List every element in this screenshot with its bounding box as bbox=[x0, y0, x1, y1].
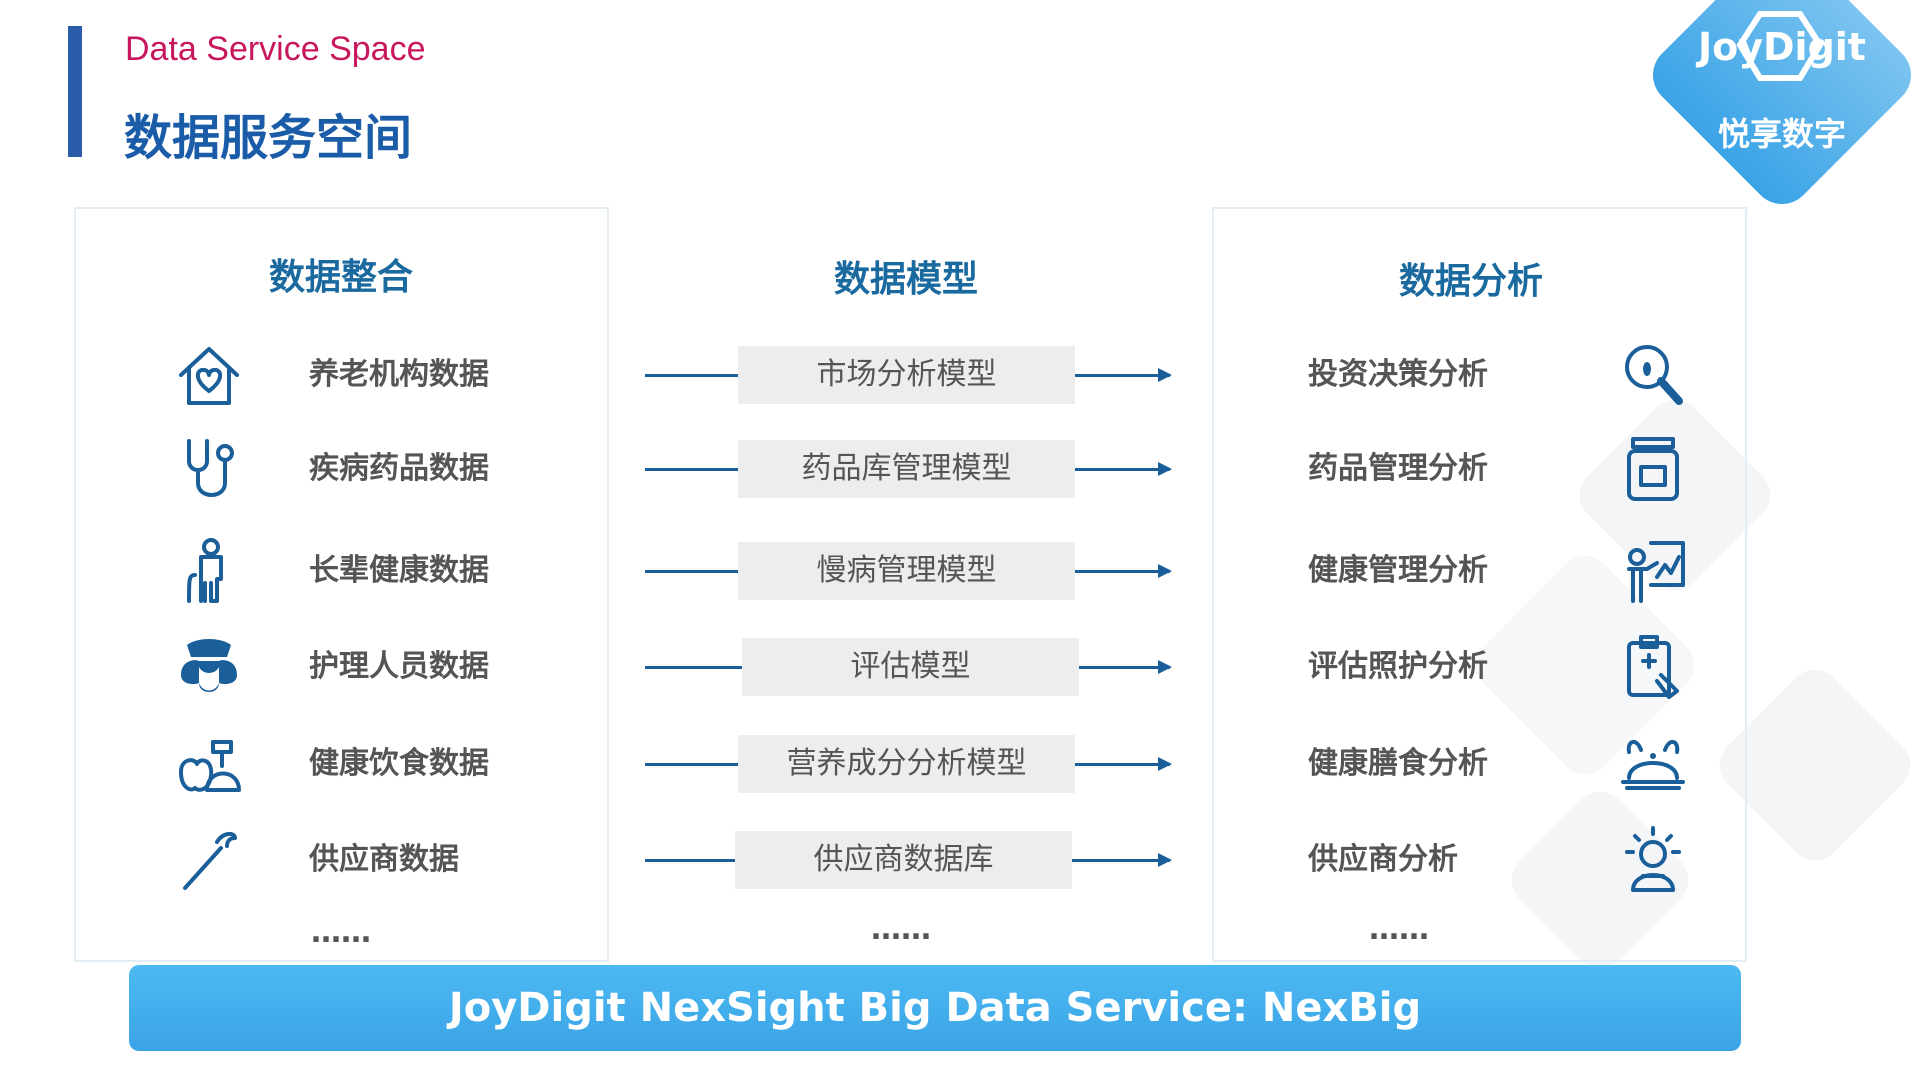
analysis-item: 健康膳食分析 bbox=[1308, 746, 1488, 781]
connector-line bbox=[645, 570, 738, 573]
wrench-icon bbox=[183, 831, 237, 890]
connector-line bbox=[645, 859, 735, 862]
integration-item: 长辈健康数据 bbox=[309, 553, 489, 588]
house-heart-icon bbox=[179, 347, 239, 405]
connector-line bbox=[645, 763, 738, 766]
model-more: …… bbox=[871, 912, 931, 947]
supplier-person-icon bbox=[1625, 826, 1681, 892]
connector-line bbox=[645, 374, 738, 377]
svg-text:JoyDigit: JoyDigit bbox=[1695, 25, 1866, 69]
integration-heading: 数据整合 bbox=[268, 257, 413, 298]
analysis-item: 投资决策分析 bbox=[1308, 357, 1488, 392]
arrow-connector bbox=[1075, 462, 1172, 476]
analysis-panel bbox=[1212, 207, 1747, 962]
integration-item: 养老机构数据 bbox=[309, 357, 489, 392]
integration-item: 供应商数据 bbox=[309, 842, 459, 877]
nurse-icon bbox=[181, 639, 237, 692]
arrow-connector bbox=[1072, 853, 1172, 867]
analysis-more: …… bbox=[1369, 912, 1429, 947]
model-item: 市场分析模型 bbox=[738, 346, 1075, 404]
model-item: 药品库管理模型 bbox=[738, 440, 1075, 498]
model-item: 营养成分分析模型 bbox=[738, 735, 1075, 793]
title-accent-bar bbox=[68, 26, 82, 157]
integration-more: …… bbox=[311, 915, 371, 950]
model-heading: 数据模型 bbox=[833, 259, 978, 300]
integration-item: 护理人员数据 bbox=[309, 649, 489, 684]
model-item: 供应商数据库 bbox=[735, 831, 1072, 889]
food-apple-icon bbox=[179, 740, 241, 792]
stethoscope-icon bbox=[187, 439, 234, 497]
arrow-connector bbox=[1075, 368, 1172, 382]
integration-item: 疾病药品数据 bbox=[309, 451, 489, 486]
elder-cane-icon bbox=[187, 538, 223, 603]
model-item: 慢病管理模型 bbox=[738, 542, 1075, 600]
page-title: 数据服务空间 bbox=[124, 110, 413, 166]
svg-text:悦享数字: 悦享数字 bbox=[1718, 115, 1846, 153]
medicine-bottle-icon bbox=[1627, 437, 1679, 501]
analysis-heading: 数据分析 bbox=[1398, 261, 1543, 302]
analysis-item: 供应商分析 bbox=[1308, 842, 1458, 877]
presenter-chart-icon bbox=[1627, 541, 1685, 603]
page-subtitle: Data Service Space bbox=[125, 30, 426, 68]
analysis-item: 评估照护分析 bbox=[1308, 649, 1488, 684]
integration-item: 健康饮食数据 bbox=[309, 746, 489, 781]
clipboard-medical-icon bbox=[1627, 635, 1679, 699]
magnifier-footprint-icon bbox=[1625, 345, 1683, 405]
model-item: 评估模型 bbox=[742, 638, 1079, 696]
service-banner: JoyDigit NexSight Big Data Service: NexB… bbox=[129, 965, 1741, 1051]
connector-line bbox=[645, 468, 738, 471]
joydigit-logo: JoyDigit 悦享数字 bbox=[1653, 0, 1911, 204]
analysis-item: 药品管理分析 bbox=[1308, 451, 1488, 486]
analysis-item: 健康管理分析 bbox=[1308, 553, 1488, 588]
arrow-connector bbox=[1079, 660, 1172, 674]
food-platter-icon bbox=[1621, 740, 1685, 790]
arrow-connector bbox=[1075, 564, 1172, 578]
arrow-connector bbox=[1075, 757, 1172, 771]
connector-line bbox=[645, 666, 742, 669]
integration-panel bbox=[74, 207, 609, 962]
